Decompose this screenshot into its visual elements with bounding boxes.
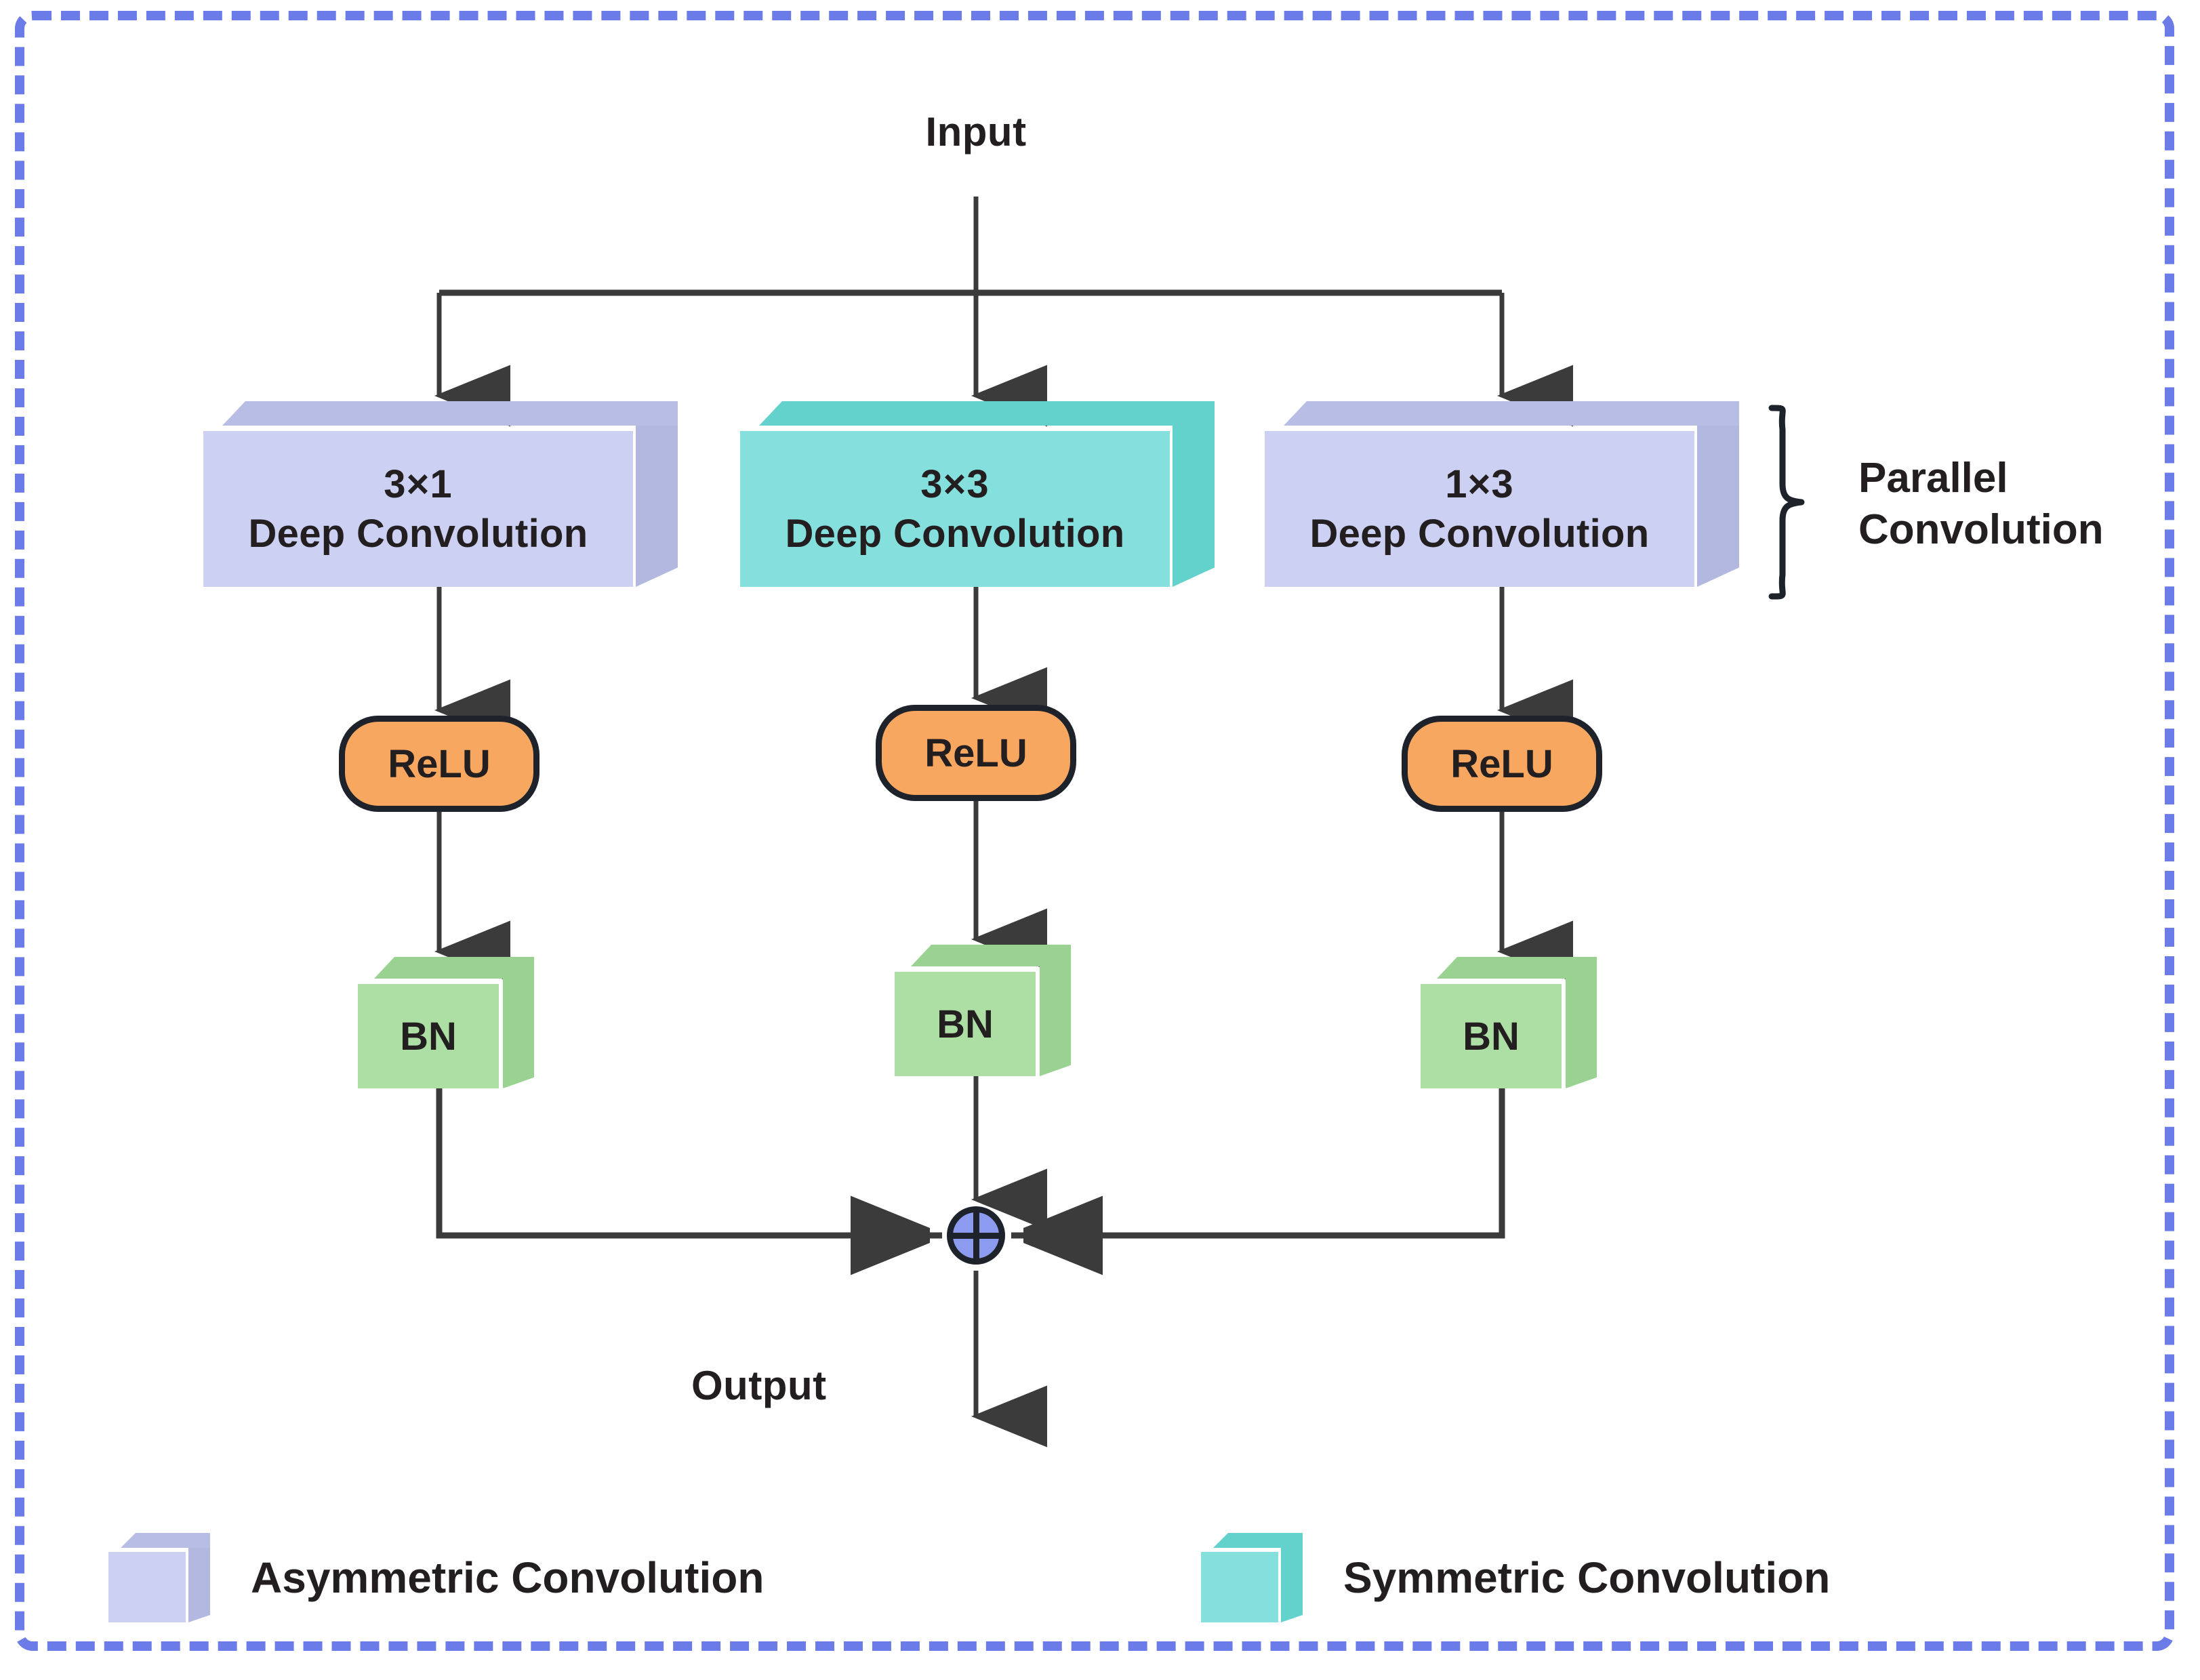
bn-label: BN [1463,1014,1520,1059]
conv-box-front-face: 3×3 Deep Convolution [740,431,1170,587]
bn-node-left[interactable]: BN [358,957,534,1088]
legend-swatch-front-face [1201,1552,1278,1622]
bn-box-front-face: BN [895,972,1036,1076]
bn-label: BN [937,1002,994,1046]
legend-label-symmetric: Symmetric Convolution [1343,1553,1831,1602]
conv-box-front-face: 1×3 Deep Convolution [1265,431,1694,587]
parallel-convolution-label: Parallel Convolution [1858,453,2104,555]
bn-node-right[interactable]: BN [1421,957,1597,1088]
conv-name-label: Deep Convolution [1309,512,1650,556]
conv-box-top-face [759,401,1215,426]
conv-name-label: Deep Convolution [785,512,1125,556]
conv-box-side-face [636,426,678,587]
conv-kernel-label: 3×3 [920,462,990,506]
relu-label: ReLU [924,731,1027,775]
bn-box-side-face [1566,979,1597,1088]
wire-bn-right-to-sum [1011,1088,1505,1235]
legend-swatch-top-face [1213,1533,1303,1548]
conv-box-side-face [1697,426,1739,587]
bn-box-front-face: BN [1421,984,1562,1088]
conv-box-top-face [1284,401,1739,426]
conv-box-right[interactable]: 1×3 Deep Convolution [1265,401,1739,587]
relu-node-right[interactable]: ReLU [1402,716,1602,812]
curly-brace-icon [1768,405,1805,600]
conv-box-left[interactable]: 3×1 Deep Convolution [203,401,678,587]
output-label: Output [691,1363,827,1408]
bn-box-top-face [911,945,1071,966]
input-label: Input [925,109,1027,155]
parallel-label-line2: Convolution [1858,506,2104,553]
conv-kernel-label: 3×1 [384,462,453,506]
legend-swatch-side-face [188,1548,210,1622]
conv-name-label: Deep Convolution [248,512,588,556]
relu-label: ReLU [388,741,491,786]
bn-label: BN [400,1014,457,1059]
legend-swatch-front-face [108,1552,186,1622]
legend-swatch-top-face [121,1533,210,1548]
bn-box-front-face: BN [358,984,499,1088]
parallel-label-line1: Parallel [1858,455,2008,501]
conv-box-side-face [1173,426,1215,587]
bn-box-top-face [1437,957,1597,979]
bn-box-top-face [374,957,534,979]
relu-label: ReLU [1450,741,1553,786]
sum-node-icon[interactable] [947,1206,1005,1265]
relu-node-left[interactable]: ReLU [339,716,539,812]
legend-item-symmetric: Symmetric Convolution [1201,1533,1830,1622]
conv-kernel-label: 1×3 [1445,462,1514,506]
conv-box-center[interactable]: 3×3 Deep Convolution [740,401,1215,587]
sum-node-bar-vertical [973,1211,979,1260]
legend-swatch-asymmetric [108,1533,210,1622]
conv-box-front-face: 3×1 Deep Convolution [203,431,633,587]
conv-box-top-face [222,401,678,426]
legend-swatch-side-face [1281,1548,1303,1622]
legend-swatch-symmetric [1201,1533,1303,1622]
bn-box-side-face [503,979,534,1088]
relu-node-center[interactable]: ReLU [876,705,1076,801]
bn-node-center[interactable]: BN [895,945,1071,1076]
legend-item-asymmetric: Asymmetric Convolution [108,1533,764,1622]
bn-box-side-face [1040,966,1071,1076]
legend-label-asymmetric: Asymmetric Convolution [251,1553,765,1602]
wire-bn-left-to-sum [436,1088,942,1235]
